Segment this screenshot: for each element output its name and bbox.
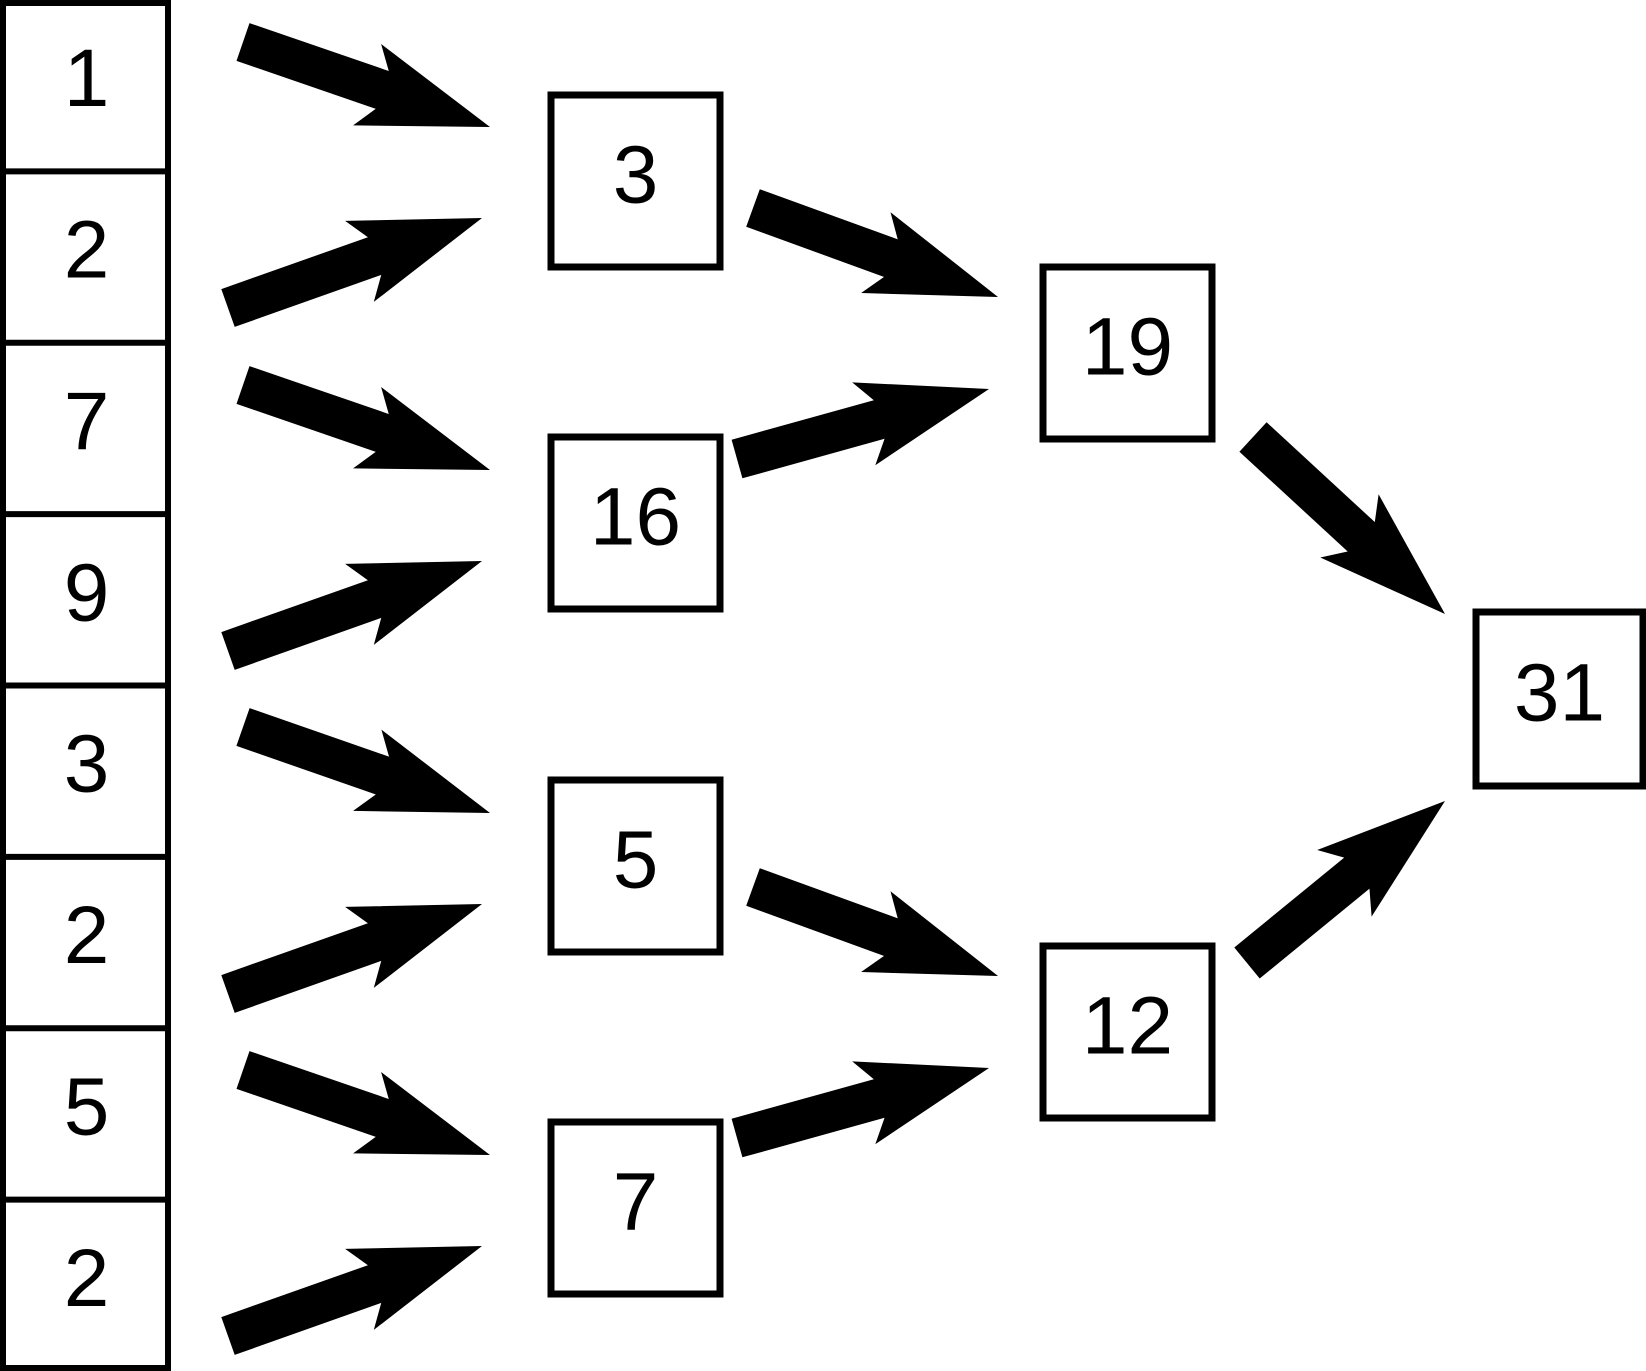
node-box xyxy=(547,776,724,956)
arrow-head xyxy=(1320,494,1445,614)
arrow-input-0-to-sum-3 xyxy=(236,23,490,127)
arrow-head xyxy=(353,44,490,127)
input-cell-value: 9 xyxy=(64,547,110,638)
arrow-head xyxy=(353,729,490,813)
arrow-input-1-to-sum-3 xyxy=(221,218,482,327)
arrow-input-4-to-sum-5 xyxy=(236,708,490,813)
node-sum-12: 12 xyxy=(1039,942,1216,1122)
arrow-sum-3-to-sum-19 xyxy=(746,189,998,297)
input-column: 1 2 7 9 3 2 5 2 xyxy=(0,0,171,1371)
node-box xyxy=(547,91,724,271)
arrow-shaft xyxy=(236,366,412,460)
arrow-head xyxy=(353,1072,490,1155)
arrow-shaft xyxy=(746,189,921,286)
node-box xyxy=(547,1118,724,1298)
node-value: 7 xyxy=(613,1157,659,1248)
arrow-head xyxy=(852,382,989,466)
arrow-head xyxy=(345,904,482,988)
arrow-head xyxy=(861,891,998,976)
node-sum-19: 19 xyxy=(1039,263,1216,443)
arrow-shaft xyxy=(731,1072,908,1158)
arrow-sum-12-to-sum-31 xyxy=(1234,801,1445,979)
node-value: 5 xyxy=(613,815,659,906)
node-value: 19 xyxy=(1082,302,1173,393)
arrow-sum-16-to-sum-19 xyxy=(731,382,989,479)
node-box xyxy=(1472,608,1646,790)
node-sum-5: 5 xyxy=(547,776,724,956)
node-sum-3: 3 xyxy=(547,91,724,271)
node-sum-16: 16 xyxy=(547,433,724,613)
arrow-shaft xyxy=(731,393,908,479)
arrow-shaft xyxy=(221,229,404,327)
arrow-head xyxy=(345,1246,482,1330)
arrow-shaft xyxy=(746,868,921,965)
arrow-shaft xyxy=(236,23,412,117)
arrow-head xyxy=(1317,801,1445,917)
arrow-head xyxy=(852,1061,989,1145)
node-value: 12 xyxy=(1082,981,1173,1072)
input-cell-value: 2 xyxy=(64,890,110,981)
node-value: 16 xyxy=(590,472,681,563)
arrow-shaft xyxy=(236,708,412,803)
node-box xyxy=(1039,263,1216,443)
input-cell-value: 5 xyxy=(64,1061,110,1152)
node-value: 3 xyxy=(613,130,659,221)
arrow-shaft xyxy=(221,572,404,670)
arrow-input-6-to-sum-7 xyxy=(236,1051,490,1155)
arrow-shaft xyxy=(236,1051,412,1145)
arrow-head xyxy=(353,387,490,470)
arrow-head xyxy=(345,218,482,302)
arrow-shaft xyxy=(1239,422,1393,568)
arrow-input-5-to-sum-5 xyxy=(221,904,482,1013)
arrow-head xyxy=(345,561,482,645)
input-cell-value: 2 xyxy=(64,205,110,296)
arrow-head xyxy=(861,212,998,297)
input-cell-value: 7 xyxy=(64,376,110,467)
node-box xyxy=(1039,942,1216,1122)
arrow-input-2-to-sum-16 xyxy=(236,366,490,470)
input-cell-value: 1 xyxy=(64,33,110,124)
arrow-shaft xyxy=(221,1257,404,1355)
arrow-input-7-to-sum-7 xyxy=(221,1246,482,1355)
node-sum-31: 31 xyxy=(1472,608,1646,790)
arrow-sum-5-to-sum-12 xyxy=(746,868,998,976)
node-sum-7: 7 xyxy=(547,1118,724,1298)
arrow-sum-19-to-sum-31 xyxy=(1239,422,1445,614)
arrow-input-3-to-sum-16 xyxy=(221,561,482,670)
input-cell-value: 2 xyxy=(64,1233,110,1324)
arrow-shaft xyxy=(221,915,404,1013)
arrow-sum-7-to-sum-12 xyxy=(731,1061,989,1158)
node-value: 31 xyxy=(1514,648,1605,739)
input-cell-value: 3 xyxy=(64,719,110,810)
node-box xyxy=(547,433,724,613)
arrow-shaft xyxy=(1234,842,1388,979)
